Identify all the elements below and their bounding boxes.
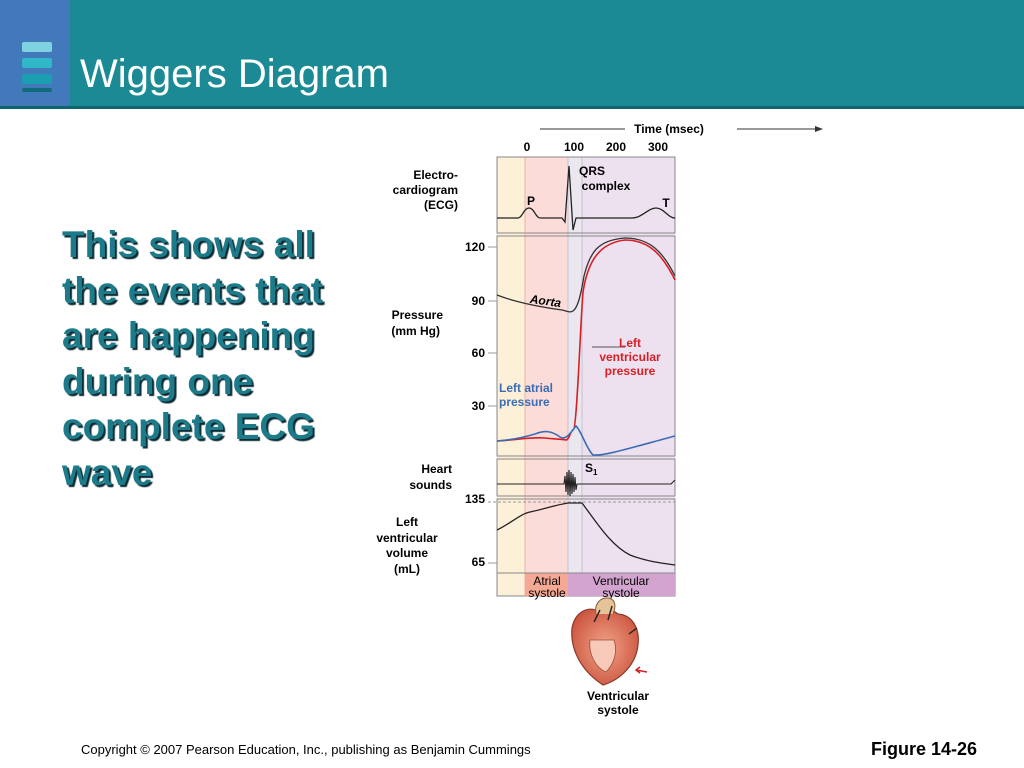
lv-pressure-label: ventricular <box>599 350 661 364</box>
pressure-axis-label: Pressure <box>392 308 444 322</box>
logo-bar-icon <box>22 74 52 84</box>
time-tick: 0 <box>524 140 531 154</box>
pressure-panel <box>496 235 676 457</box>
la-pressure-label: Left atrial <box>499 381 553 395</box>
heart-caption: systole <box>597 703 639 717</box>
time-tick: 100 <box>564 140 584 154</box>
p-wave-label: P <box>527 194 535 208</box>
logo-bar-icon <box>22 58 52 68</box>
atrial-systole-region <box>525 157 568 596</box>
pressure-tick: 90 <box>472 294 486 308</box>
pressure-tick: 60 <box>472 346 486 360</box>
flow-arrow-icon <box>628 627 638 635</box>
pressure-axis-label: (mm Hg) <box>391 324 440 338</box>
diastole-region <box>497 157 525 596</box>
phase-atrial-label: Atrial <box>533 574 560 588</box>
heart-sounds-label: Heart <box>421 462 452 476</box>
atrial-systole-box <box>525 573 568 596</box>
heart-sounds-panel <box>496 458 676 497</box>
heart-sounds-label: sounds <box>409 478 452 492</box>
slide-body-text: This shows all the events that are happe… <box>62 224 324 493</box>
volume-axis-label: Left <box>396 515 418 529</box>
flow-arrow-icon <box>593 605 613 623</box>
ventricular-systole-box <box>568 573 675 596</box>
figure-label: Figure 14-26 <box>871 739 978 759</box>
heart-sounds-trace <box>497 469 676 497</box>
volume-axis-label: ventricular <box>376 531 438 545</box>
volume-tick: 135 <box>465 492 485 506</box>
logo-bar-icon <box>22 88 52 92</box>
heart-illustration <box>571 597 648 686</box>
time-tick: 300 <box>648 140 668 154</box>
aorta-label: Aorta <box>528 292 562 310</box>
ecg-panel <box>496 156 676 234</box>
ecg-axis-label: Electro- <box>413 168 458 182</box>
t-wave-label: T <box>662 196 670 210</box>
aorta-vessel <box>595 597 616 615</box>
phase-ventricular-label: systole <box>602 586 640 600</box>
phase-ventricular-label: Ventricular <box>593 574 650 588</box>
pressure-tick: 30 <box>472 399 486 413</box>
la-pressure-label: pressure <box>499 395 550 409</box>
aorta-pressure-trace <box>496 237 676 313</box>
time-axis-label: Time (msec) <box>634 122 704 136</box>
ecg-axis-label: (ECG) <box>424 198 458 212</box>
volume-axis-label: (mL) <box>394 562 420 576</box>
ventricle-chamber <box>589 639 616 673</box>
copyright-notice: Copyright © 2007 Pearson Education, Inc.… <box>81 742 531 757</box>
contraction-arrow-icon <box>634 666 648 674</box>
logo-bar-icon <box>22 42 52 52</box>
phase-atrial-label: systole <box>528 586 566 600</box>
volume-tick: 65 <box>472 555 486 569</box>
slide-title: Wiggers Diagram <box>80 52 389 96</box>
header-divider <box>0 106 1024 109</box>
ventricular-systole-region <box>582 157 675 596</box>
qrs-label: complex <box>582 179 631 193</box>
lv-pressure-trace <box>496 239 676 442</box>
slide-header <box>0 0 1024 106</box>
lv-pressure-label: pressure <box>605 364 656 378</box>
ecg-axis-label: cardiogram <box>393 183 458 197</box>
pressure-tick: 120 <box>465 240 485 254</box>
qrs-label: QRS <box>579 164 605 178</box>
heart-caption: Ventricular <box>587 689 649 703</box>
lv-pressure-label: Left <box>619 336 641 350</box>
lv-volume-trace <box>496 502 676 566</box>
volume-axis-label: volume <box>386 546 428 560</box>
ecg-trace <box>497 165 676 231</box>
s1-label: S1 <box>585 461 598 477</box>
slide-logo <box>0 0 70 106</box>
la-pressure-trace <box>496 424 676 456</box>
time-tick: 200 <box>606 140 626 154</box>
